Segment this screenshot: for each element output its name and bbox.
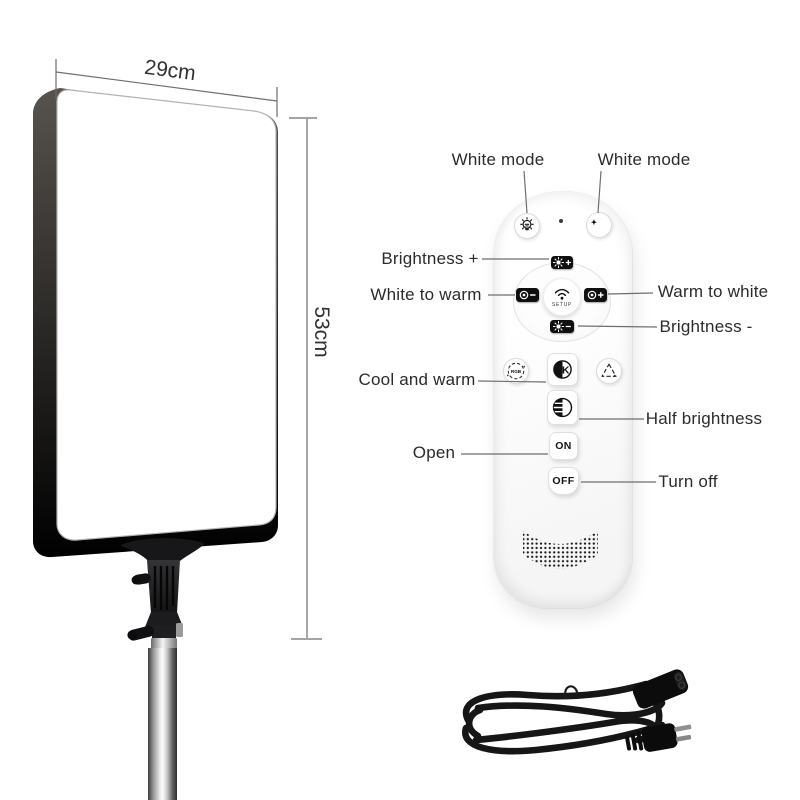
cct-plus-icon <box>587 290 604 300</box>
panel-mount-bracket <box>121 538 205 641</box>
annotation-half-brightness: Half brightness <box>645 409 763 428</box>
power-cable <box>462 669 692 755</box>
two-prong-plug <box>625 723 692 752</box>
c7-connector <box>632 669 689 709</box>
white-mode-night-button[interactable] <box>586 212 612 238</box>
moon-star-icon <box>590 217 609 233</box>
off-button-label: OFF <box>552 475 575 487</box>
warm-to-white-button[interactable] <box>584 288 607 302</box>
cct-k-icon: K <box>553 360 572 379</box>
sun-plus-icon <box>552 256 571 269</box>
scene-cycle-button[interactable] <box>596 358 622 384</box>
annotation-turn-off: Turn off <box>658 472 718 491</box>
off-button[interactable]: OFF <box>548 467 579 495</box>
recycle-triangle-icon <box>601 363 617 377</box>
cct-minus-icon <box>519 290 536 300</box>
white-mode-day-button[interactable] <box>514 213 540 239</box>
svg-text:K: K <box>562 365 570 376</box>
white-to-warm-button[interactable] <box>516 288 539 302</box>
ir-indicator-dot <box>559 219 563 223</box>
on-button-label: ON <box>555 440 572 452</box>
annotation-white-mode-left: White mode <box>451 150 545 169</box>
stand-pole <box>148 638 177 800</box>
sun-minus-icon <box>552 320 571 333</box>
setup-button[interactable]: SETUP <box>543 278 581 316</box>
panel-height-label: 53cm <box>310 306 333 358</box>
annotation-brightness-plus: Brightness + <box>381 249 479 268</box>
bulb-icon <box>520 217 534 231</box>
brightness-plus-button[interactable] <box>551 256 573 269</box>
speaker-grille <box>523 531 598 569</box>
annotation-open: Open <box>412 443 456 462</box>
setup-label: SETUP <box>551 302 573 308</box>
wifi-icon <box>554 288 570 300</box>
rgb-cycle-button[interactable]: RGB <box>503 358 529 384</box>
half-brightness-button[interactable] <box>547 390 578 425</box>
annotation-white-mode-right: White mode <box>597 150 691 169</box>
cool-and-warm-button[interactable]: K <box>547 353 578 386</box>
annotation-white-to-warm: White to warm <box>370 285 482 304</box>
cable-tie-wire <box>564 685 579 700</box>
rgb-cycle-icon: RGB <box>506 362 526 380</box>
annotation-brightness-minus: Brightness - <box>659 317 753 336</box>
annotation-cool-and-warm: Cool and warm <box>358 370 476 389</box>
panel-light-surface <box>56 89 277 541</box>
brightness-minus-button[interactable] <box>550 320 574 333</box>
annotation-warm-to-white: Warm to white <box>657 282 769 301</box>
on-button[interactable]: ON <box>549 432 578 460</box>
svg-text:RGB: RGB <box>511 369 522 374</box>
remote-control: SETUP RGB K <box>494 192 632 608</box>
half-circle-icon <box>552 397 573 418</box>
